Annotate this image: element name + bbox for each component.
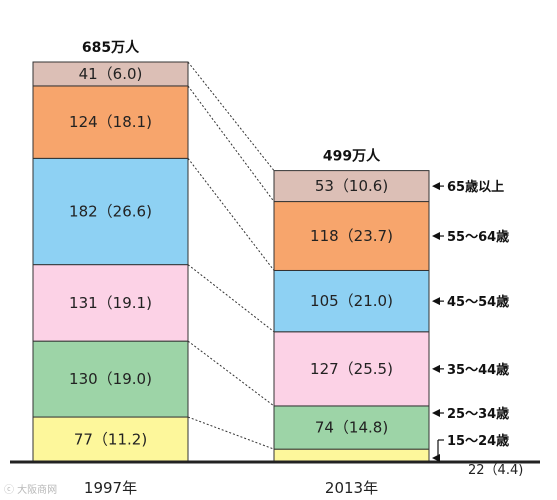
age-group-label-2: 35〜44歳 (447, 362, 509, 378)
age-group-label-1: 25〜34歳 (447, 406, 509, 422)
bar-segment-1-2 (273, 331, 430, 407)
age-group-label-3: 45〜54歳 (447, 294, 509, 310)
watermark: ⓒ 大阪商网 (4, 485, 58, 496)
age-group-label-5: 65歳以上 (447, 179, 504, 195)
bar-segment-0-5 (32, 61, 189, 87)
total-label-0: 685万人 (82, 39, 140, 56)
arrow-head-4 (432, 232, 440, 241)
segment-label-0-4: 124（18.1) (69, 113, 152, 131)
connector-line-3 (187, 158, 275, 271)
bar-segment-1-4 (273, 201, 430, 271)
bar-segment-1-3 (273, 269, 430, 333)
connector-line-2 (187, 264, 275, 333)
bar-segment-1-0 (273, 448, 430, 463)
segment-label-0-3: 182（26.6) (69, 202, 152, 220)
segment-label-0-2: 131（19.1) (69, 294, 152, 312)
connector-line-4 (187, 85, 275, 202)
labels: 77（11.2) 130（19.0) 131（19.1) 182（26.6) 124（1… (69, 39, 523, 497)
segment-label-0-0: 77（11.2) (74, 431, 147, 449)
segment-label-1-3: 105（21.0) (310, 292, 393, 310)
category-label-0: 1997年 (84, 479, 137, 497)
bar-segment-0-1 (32, 340, 189, 418)
outside-segment-label: 22（4.4) (468, 463, 523, 478)
arrow-head-2 (432, 364, 440, 373)
bar-segment-1-1 (273, 405, 430, 450)
bar-segment-0-4 (32, 85, 189, 159)
category-label-1: 2013年 (325, 479, 378, 497)
bars (10, 61, 540, 464)
age-group-label-4: 55〜64歳 (447, 229, 509, 245)
bar-segment-0-3 (32, 157, 189, 266)
connector-line-5 (187, 61, 275, 171)
arrow-head-3 (432, 297, 440, 306)
connector-lines (187, 61, 275, 450)
segment-label-0-5: 41（6.0) (79, 65, 143, 83)
segment-label-1-1: 74（14.8) (315, 419, 388, 437)
age-group-label-0: 15〜24歳 (447, 433, 509, 449)
segment-label-1-2: 127（25.5) (310, 360, 393, 378)
segment-label-1-5: 53（10.6) (315, 177, 388, 195)
arrow-head-5 (432, 182, 440, 191)
segment-label-0-1: 130（19.0) (69, 370, 152, 388)
segment-label-1-4: 118（23.7) (310, 227, 393, 245)
connector-line-1 (187, 340, 275, 407)
bar-segment-0-0 (32, 416, 189, 463)
connector-line-0 (187, 416, 275, 450)
bar-segment-1-5 (273, 170, 430, 203)
total-label-1: 499万人 (323, 148, 381, 165)
arrow-head-1 (432, 409, 440, 417)
